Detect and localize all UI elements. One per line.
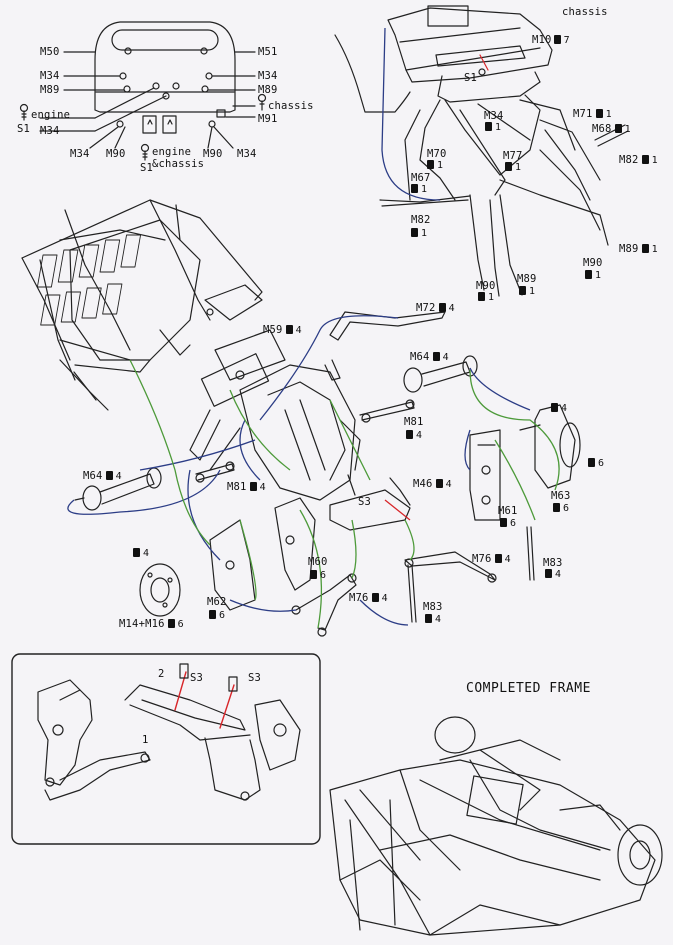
label-m50: M50 [40, 46, 60, 58]
label-m34: M34 [70, 148, 90, 160]
label-m51: M51 [258, 46, 278, 58]
label-m61: M61 [498, 505, 518, 517]
label-s3: S3 [358, 496, 372, 508]
label-m60: M60 [308, 556, 328, 568]
label-m77: M77 [503, 150, 523, 162]
label-m63: M63 [551, 490, 571, 502]
completed-frame-drawing [329, 716, 663, 936]
quantity-marker: 4 [551, 403, 567, 415]
completed-frame-title: COMPLETED FRAME [466, 681, 591, 696]
label-m90: M90 [106, 148, 126, 160]
gearbox [189, 329, 361, 501]
label-m67: M67 [411, 172, 431, 184]
label-m90: M90 [476, 280, 496, 292]
quantity-marker: 4 [133, 548, 149, 560]
quantity-marker: 1 [519, 286, 535, 298]
label-m34: M34 [258, 70, 278, 82]
label-s1: S1 [17, 123, 31, 135]
label-m90: M90 [583, 257, 603, 269]
quantity-marker: 1 [485, 122, 501, 134]
label-m82: M82 [411, 214, 431, 226]
quantity-marker: 1 [411, 184, 427, 196]
quantity-marker: 1 [427, 160, 443, 172]
engine-mount-plate-inset [19, 21, 267, 161]
label-m83: M83 [423, 601, 443, 613]
label-m34: M34 [40, 125, 60, 137]
routing-lines [67, 27, 560, 629]
inset-upright-detail [37, 663, 301, 801]
chassis-frame-with-engine [21, 199, 263, 411]
label-s1: S1 [140, 162, 154, 174]
label-number: 2 [158, 668, 165, 680]
label-m91: M91 [258, 113, 278, 125]
label-m62: M62 [207, 596, 227, 608]
quantity-marker: 4 [406, 430, 422, 442]
upright-right [469, 404, 581, 521]
drive-shaft-right [359, 355, 478, 423]
quantity-marker: 1 [505, 162, 521, 174]
label-chassis: chassis [562, 6, 608, 18]
label-m89: M89 [517, 273, 537, 285]
quantity-marker: 1 [411, 228, 427, 240]
rear-bodywork-assembly [334, 5, 629, 297]
label-engine-chassis: engine [152, 146, 192, 158]
label-m89: M89 [258, 84, 278, 96]
label-m70: M70 [427, 148, 447, 160]
quantity-marker: 4 [425, 614, 441, 626]
quantity-marker: 6 [588, 458, 604, 470]
quantity-marker: 4 [545, 569, 561, 581]
quantity-marker: 1 [585, 270, 601, 282]
quantity-marker: 6 [500, 518, 516, 530]
label-s1: S1 [464, 72, 478, 84]
label-engine: engine [31, 109, 71, 121]
label-m34: M34 [40, 70, 60, 82]
label-m34: M34 [484, 110, 504, 122]
label-m34: M34 [237, 148, 257, 160]
label-s3: S3 [248, 672, 262, 684]
label-m89: M89 [40, 84, 60, 96]
label-m83: M83 [543, 557, 563, 569]
label-s3: S3 [190, 672, 204, 684]
label-number: 1 [142, 734, 149, 746]
quantity-marker: 6 [209, 610, 225, 622]
label-engine-chassis: &chassis [152, 158, 205, 170]
label-m81: M81 [404, 416, 424, 428]
upright-left [139, 497, 316, 617]
quantity-marker: 6 [310, 570, 326, 582]
quantity-marker: 6 [553, 503, 569, 515]
label-m90: M90 [203, 148, 223, 160]
label-chassis: chassis [268, 100, 314, 112]
quantity-marker: 1 [478, 292, 494, 304]
